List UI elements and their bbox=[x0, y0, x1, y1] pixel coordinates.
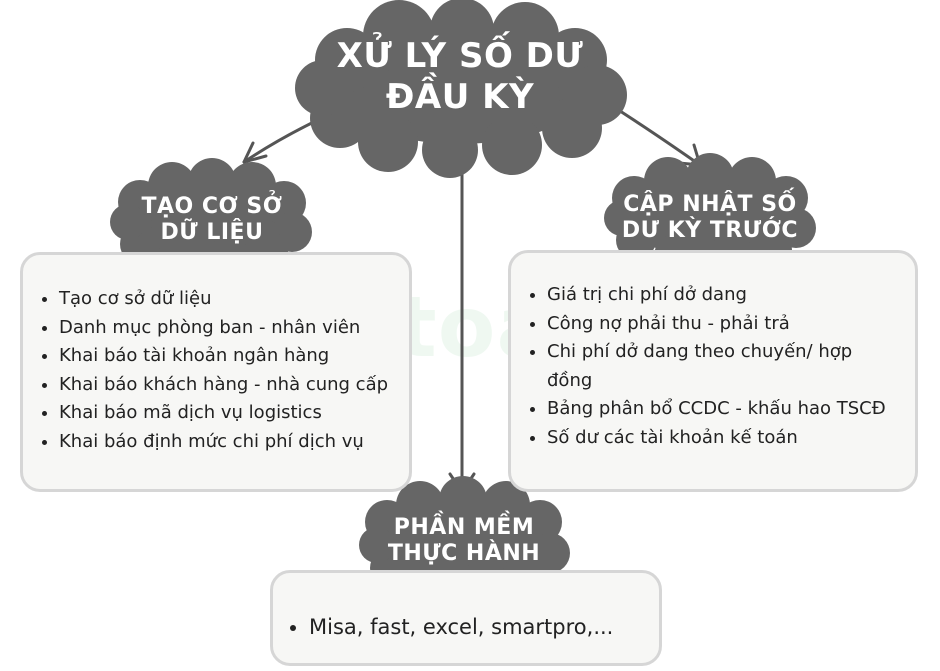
bottom-title-line-2: THỰC HÀNH bbox=[387, 541, 541, 567]
list-item: Công nợ phải thu - phải trả bbox=[547, 310, 903, 339]
right-box: Giá trị chi phí dở dang Công nợ phải thu… bbox=[508, 250, 918, 492]
right-list: Giá trị chi phí dở dang Công nợ phải thu… bbox=[511, 281, 903, 452]
list-item: Chi phí dở dang theo chuyến/ hợp đồng bbox=[547, 338, 903, 395]
list-item: Khai báo mã dịch vụ logistics bbox=[59, 399, 409, 428]
bottom-box: Misa, fast, excel, smartpro,... bbox=[270, 570, 662, 666]
list-item: Khai báo định mức chi phí dịch vụ bbox=[59, 428, 409, 457]
right-title-line-1: CẬP NHẬT SỐ bbox=[623, 192, 797, 217]
list-item: Bảng phân bổ CCDC - khấu hao TSCĐ bbox=[547, 395, 903, 424]
list-item: Khai báo khách hàng - nhà cung cấp bbox=[59, 371, 409, 400]
arrow-to-bottom bbox=[448, 156, 476, 494]
right-title-line-2: DƯ KỲ TRƯỚC bbox=[621, 218, 799, 244]
main-title-line-2: ĐẦU KỲ bbox=[385, 76, 535, 117]
list-item: Tạo cơ sở dữ liệu bbox=[59, 285, 409, 314]
list-item: Số dư các tài khoản kế toán bbox=[547, 424, 903, 453]
arrow-to-left bbox=[242, 116, 324, 164]
main-title: XỬ LÝ SỐ DƯ ĐẦU KỲ bbox=[322, 36, 598, 118]
list-item: Khai báo tài khoản ngân hàng bbox=[59, 342, 409, 371]
list-item: Giá trị chi phí dở dang bbox=[547, 281, 903, 310]
list-item: Danh mục phòng ban - nhân viên bbox=[59, 314, 409, 343]
left-title-line-2: DỮ LIỆU bbox=[160, 220, 264, 246]
left-box: Tạo cơ sở dữ liệu Danh mục phòng ban - n… bbox=[20, 252, 412, 492]
left-cloud-shape bbox=[110, 158, 312, 280]
right-title: CẬP NHẬT SỐ DƯ KỲ TRƯỚC bbox=[620, 192, 800, 245]
bottom-title-line-1: PHẦN MỀM bbox=[393, 515, 535, 540]
bottom-list: Misa, fast, excel, smartpro,... bbox=[273, 613, 659, 642]
left-title-line-1: TẠO CƠ SỞ bbox=[141, 194, 283, 219]
main-cloud-shape bbox=[295, 0, 627, 178]
main-title-line-1: XỬ LÝ SỐ DƯ bbox=[336, 36, 584, 76]
left-title: TẠO CƠ SỞ DỮ LIỆU bbox=[130, 194, 294, 247]
list-item: Misa, fast, excel, smartpro,... bbox=[309, 613, 659, 642]
bottom-title: PHẦN MỀM THỰC HÀNH bbox=[376, 515, 552, 568]
left-list: Tạo cơ sở dữ liệu Danh mục phòng ban - n… bbox=[23, 285, 409, 456]
